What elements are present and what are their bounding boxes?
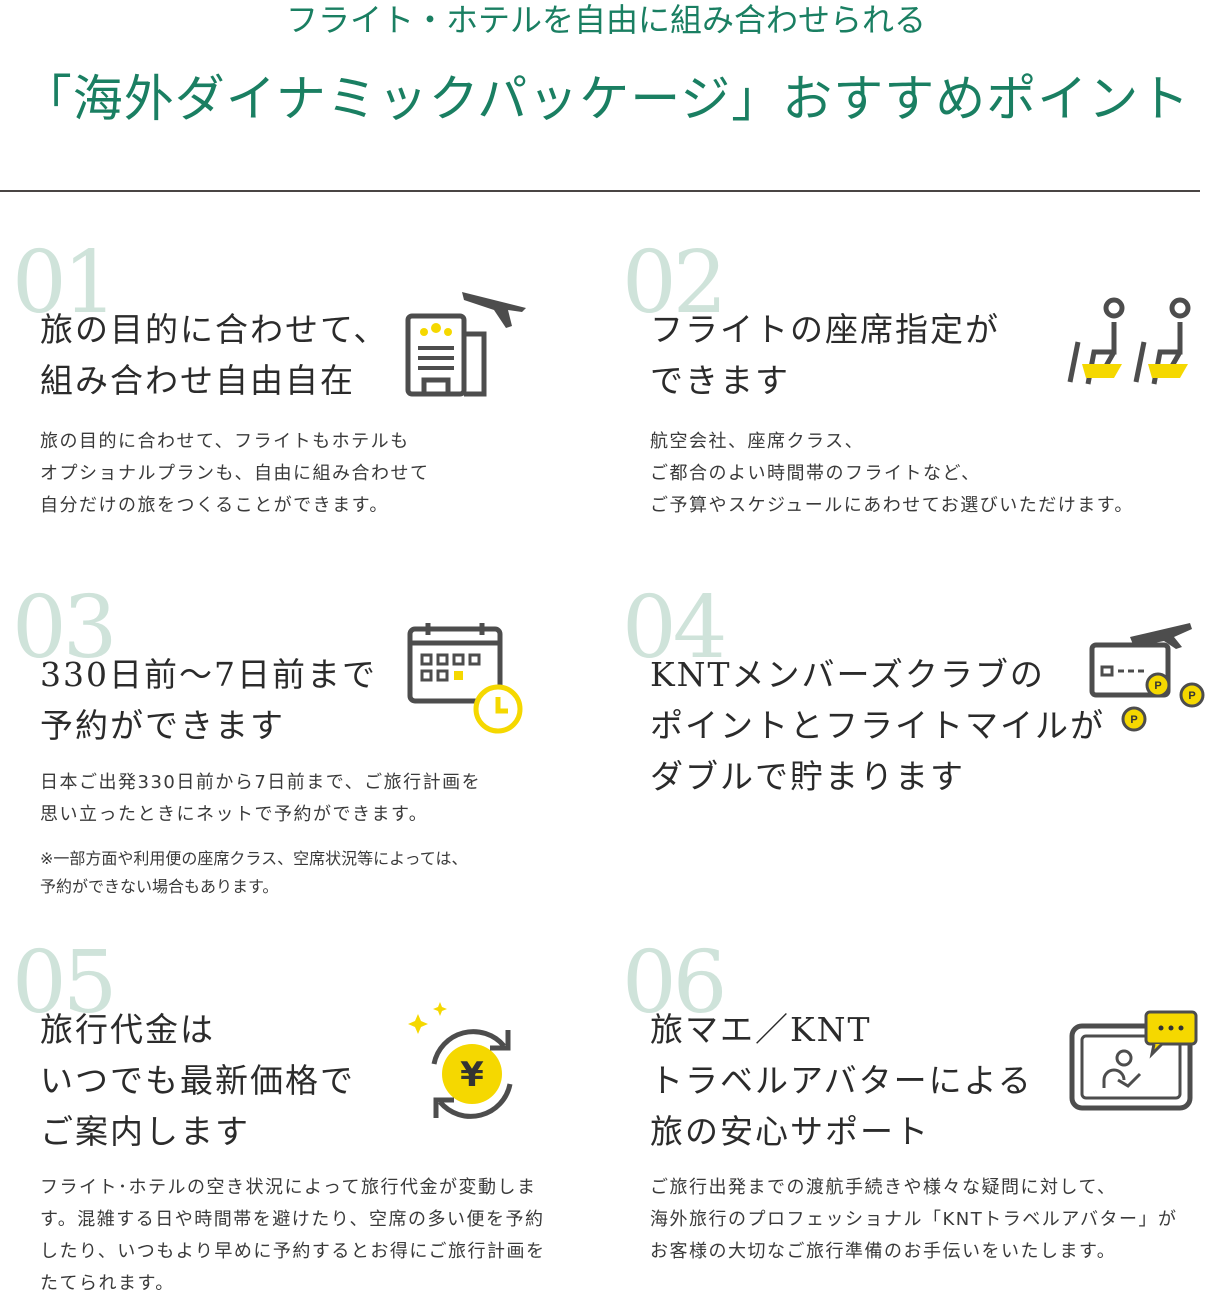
point-number: 04 bbox=[622, 578, 727, 678]
point-number: 01 bbox=[12, 233, 117, 333]
point-number: 02 bbox=[622, 233, 727, 333]
calendar-clock-icon bbox=[407, 623, 523, 734]
point-04: 04 KNTメンバーズクラブの ポイントとフライトマイルが ダブルで貯まります … bbox=[622, 585, 1212, 915]
page-title: 「海外ダイナミックパッケージ」おすすめポイント bbox=[21, 70, 1191, 128]
point-01: 01 旅の目的に合わせて、 組み合わせ自由自在 旅の目的に合わせて、フライトもホ… bbox=[12, 240, 602, 540]
point-title: 旅の目的に合わせて、 組み合わせ自由自在 bbox=[40, 310, 389, 400]
point-03: 03 330日前〜7日前まで 予約ができます 日本ご出発330日前から7日前まで… bbox=[12, 585, 602, 915]
point-note: ※一部方面や利用便の座席クラス、空席状況等によっては、 予約ができない場合もあり… bbox=[40, 849, 468, 896]
svg-text:P: P bbox=[1130, 714, 1137, 726]
point-06: 06 旅マエ／KNT トラベルアバターによる 旅の安心サポート ご旅行出発までの… bbox=[622, 940, 1212, 1292]
svg-text:P: P bbox=[1188, 690, 1195, 702]
point-number: 03 bbox=[12, 578, 117, 678]
point-number: 06 bbox=[622, 933, 727, 1033]
svg-text:¥: ¥ bbox=[460, 1055, 484, 1095]
subtitle: フライト・ホテルを自由に組み合わせられる bbox=[285, 1, 926, 39]
point-title: 330日前〜7日前まで 予約ができます bbox=[40, 655, 377, 745]
point-title: フライトの座席指定が できます bbox=[650, 310, 1000, 400]
point-body: 日本ご出発330日前から7日前まで、ご旅行計画を 思い立ったときにネットで予約が… bbox=[40, 772, 482, 825]
point-title: KNTメンバーズクラブの ポイントとフライトマイルが ダブルで貯まります bbox=[650, 655, 1105, 796]
seat-icon bbox=[1067, 297, 1191, 385]
point-number: 05 bbox=[12, 933, 117, 1033]
point-body: ご旅行出発までの渡航手続きや様々な疑問に対して、 海外旅行のプロフェッショナル「… bbox=[650, 1177, 1178, 1262]
point-body: フライト･ホテルの空き状況によって旅行代金が変動しま す。混雑する日や時間帯を避… bbox=[40, 1177, 546, 1294]
point-body: 旅の目的に合わせて、フライトもホテルも オプショナルプランも、自由に組み合わせて… bbox=[40, 431, 430, 516]
point-title: 旅マエ／KNT トラベルアバターによる 旅の安心サポート bbox=[650, 1010, 1033, 1151]
point-title: 旅行代金は いつでも最新価格で ご案内します bbox=[40, 1010, 355, 1151]
avatar-screen-icon bbox=[1069, 1010, 1198, 1111]
point-body: 航空会社、座席クラス、 ご都合のよい時間帯のフライトなど、 ご予算やスケジュール… bbox=[650, 431, 1134, 516]
point-02: 02 フライトの座席指定が できます 航空会社、座席クラス、 ご都合のよい時間帯… bbox=[622, 240, 1212, 540]
point-05: 05 旅行代金は いつでも最新価格で ご案内します フライト･ホテルの空き状況に… bbox=[12, 933, 602, 1294]
card-points-icon: P P P bbox=[1089, 623, 1205, 732]
svg-text:P: P bbox=[1154, 680, 1161, 692]
hotel-flight-icon bbox=[405, 292, 526, 397]
yen-refresh-icon: ¥ bbox=[408, 1002, 513, 1119]
divider bbox=[0, 190, 1200, 192]
